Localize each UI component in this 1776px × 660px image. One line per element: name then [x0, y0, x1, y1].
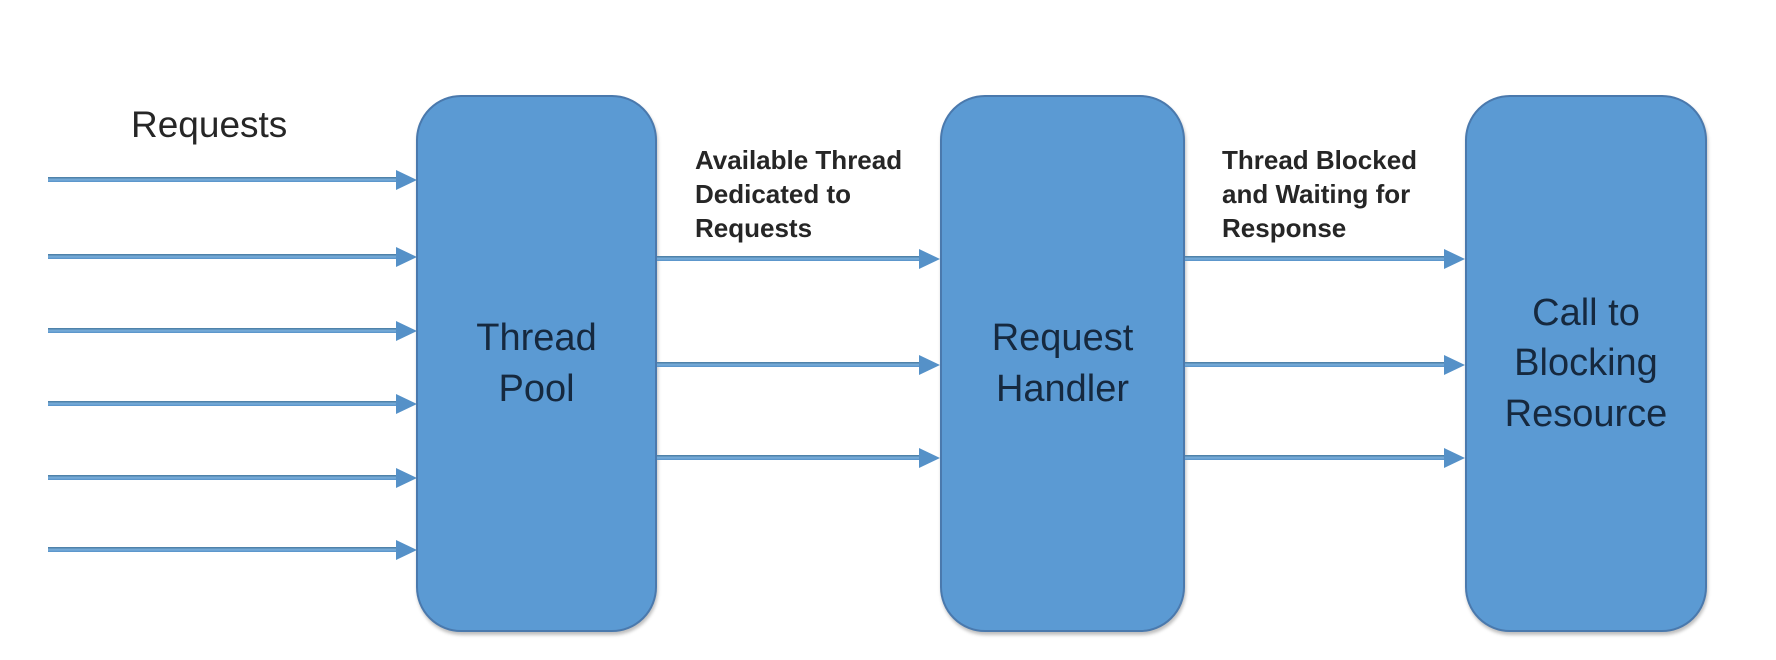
request-arrow-1: [48, 170, 417, 190]
request-arrow-3: [48, 321, 417, 341]
node-thread-pool: Thread Pool: [416, 95, 657, 632]
edge-label-available-thread: Available Thread Dedicated to Requests: [695, 145, 903, 243]
request-arrow-5: [48, 468, 417, 488]
pool-to-handler-arrow-2: [657, 355, 940, 375]
handler-to-resource-arrow-3: [1185, 448, 1465, 468]
request-arrow-4: [48, 394, 417, 414]
handler-to-resource-arrow-1: [1185, 249, 1465, 269]
request-arrow-6: [48, 540, 417, 560]
node-blocking-resource: Call to Blocking Resource: [1465, 95, 1707, 632]
handler-to-resource-arrow-2: [1185, 355, 1465, 375]
requests-label: Requests: [131, 104, 288, 145]
node-request-handler: Request Handler: [940, 95, 1185, 632]
pool-to-handler-arrow-1: [657, 249, 940, 269]
pool-to-handler-arrow-3: [657, 448, 940, 468]
edge-label-thread-blocked: Thread Blocked and Waiting for Response: [1222, 145, 1418, 243]
request-arrow-2: [48, 247, 417, 267]
